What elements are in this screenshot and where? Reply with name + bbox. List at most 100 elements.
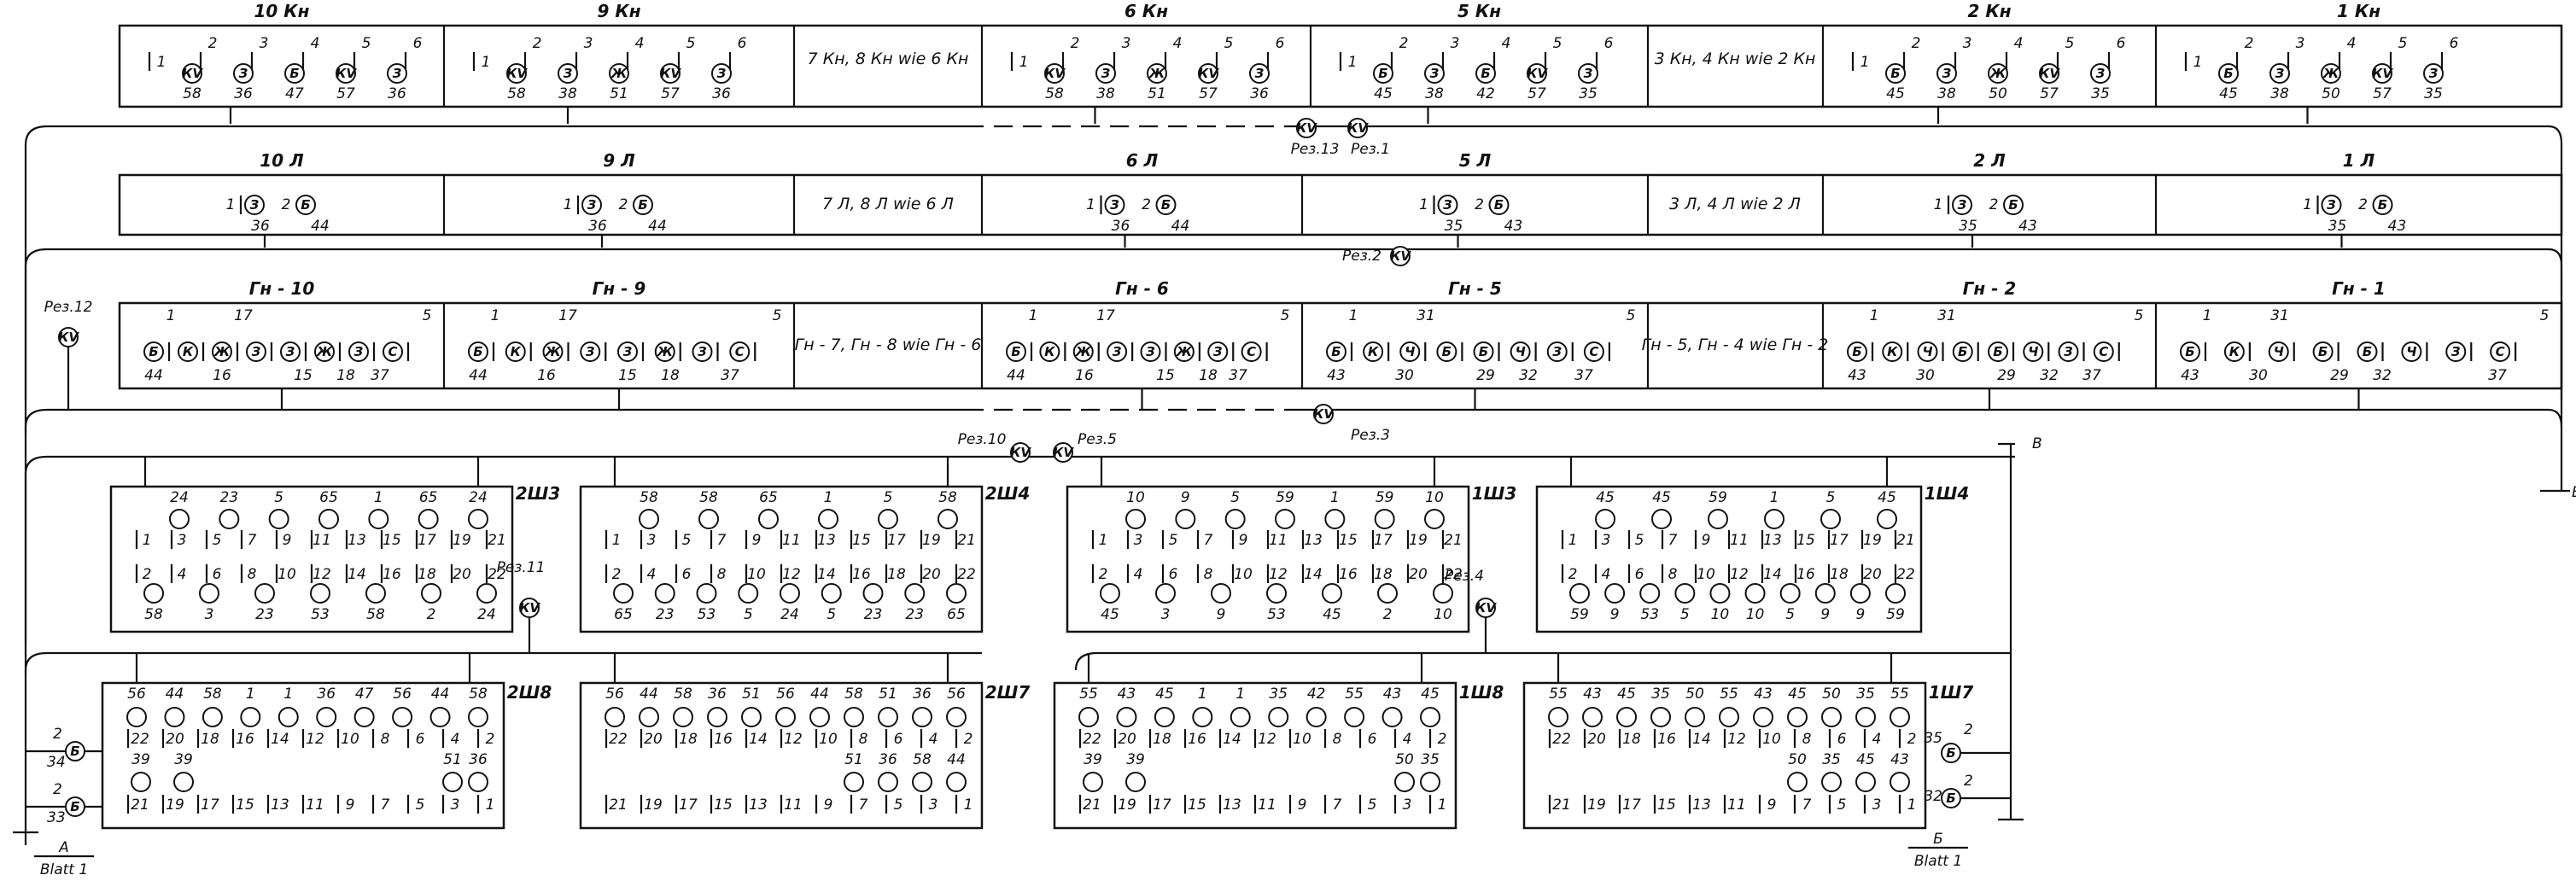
- sh-contact: [468, 772, 488, 792]
- terminal-number: 50: [2322, 85, 2340, 102]
- pin-number: 15: [1796, 532, 1815, 549]
- terminal-number: 1: [246, 686, 255, 703]
- contact-code: З: [1110, 197, 1119, 213]
- sh-contact: [1719, 707, 1739, 727]
- pin-number: 31: [1937, 307, 1956, 324]
- note-gn-78: Гн - 7, Гн - 8 wie Гн - 6: [795, 335, 982, 354]
- sh-contact: [1116, 707, 1137, 727]
- sh-contact: [1125, 509, 1146, 529]
- sh-contact: [654, 583, 675, 604]
- pin-number: 19: [166, 796, 184, 814]
- terminal-number: 35: [1822, 751, 1841, 768]
- pin-number: 22: [1083, 731, 1101, 748]
- gn-contact: [617, 341, 638, 362]
- pin-number: 1: [491, 307, 500, 324]
- pin-number: 4: [1403, 731, 1412, 748]
- pin-number: 2: [533, 35, 542, 52]
- pin-number: 2: [964, 731, 973, 748]
- kn-contact: [711, 63, 732, 84]
- gn-contact: [2223, 341, 2245, 362]
- l-contact: [1952, 195, 1972, 215]
- terminal-number: 36: [913, 686, 932, 703]
- sh-contact: [818, 509, 838, 529]
- contact-code: З: [2096, 66, 2106, 81]
- pin-number: 6: [1604, 35, 1614, 52]
- sh-contact: [1569, 583, 1590, 604]
- terminal-number: 36: [712, 85, 731, 102]
- pin-number: 5: [773, 307, 782, 324]
- gn-contact: [1072, 341, 1094, 362]
- contact-code: КV: [1475, 600, 1497, 616]
- sh-contact: [1764, 509, 1785, 529]
- pin-number: 7: [1333, 796, 1342, 814]
- sh-contact: [1322, 583, 1342, 604]
- kn-contact: [558, 63, 578, 84]
- terminal-number: 51: [844, 751, 863, 768]
- terminal-number: 9: [1181, 489, 1190, 506]
- sh-contact: [1753, 707, 1773, 727]
- bus-kn-left: [24, 125, 965, 645]
- contact-code: З: [1552, 344, 1562, 359]
- l-contact: [1437, 195, 1458, 215]
- gn-contact: [2058, 341, 2079, 362]
- l-title: 2 Л: [1973, 150, 2006, 171]
- terminal-number: 37: [2082, 367, 2101, 384]
- sh-contact: [1616, 707, 1637, 727]
- terminal-number: 10: [1711, 606, 1730, 623]
- pin-number: 16: [1339, 566, 1358, 583]
- terminal-number: 5: [827, 606, 836, 623]
- terminal-number: 57: [2373, 85, 2392, 102]
- gn-contact: [143, 341, 164, 362]
- gn-title: Гн - 9: [593, 278, 646, 299]
- gn-contact: [654, 341, 675, 362]
- contact-code: К: [183, 344, 194, 359]
- res2-label: Рез.2: [1342, 248, 1381, 265]
- contact-code: Б: [638, 197, 647, 213]
- contact-code: Б: [1958, 344, 1967, 359]
- contact-code: Б: [1331, 344, 1341, 359]
- pin-number: 20: [1587, 731, 1606, 748]
- contact-code: Ч: [2406, 344, 2416, 359]
- gn-contact: [729, 341, 751, 362]
- terminal-number: 51: [742, 686, 761, 703]
- kn-title: 10 Кн: [254, 1, 310, 21]
- terminal-number: 55: [1549, 686, 1568, 703]
- l-contact: [2372, 195, 2393, 215]
- terminal-number: 35: [1856, 686, 1875, 703]
- sh-contact: [738, 583, 759, 604]
- sh-contact: [1266, 583, 1287, 604]
- terminal-number: 44: [469, 367, 488, 384]
- pin-number: 5: [2135, 307, 2144, 324]
- gn-contact: [2093, 341, 2114, 362]
- sh-contact: [1344, 707, 1365, 727]
- terminal-number: 38: [1937, 85, 1956, 102]
- pin-number: 13: [817, 532, 836, 549]
- label-blatt-a: Blatt 1: [40, 861, 88, 878]
- pin-number: 10: [1697, 566, 1715, 583]
- contact-code: З: [252, 344, 261, 359]
- sh-contact: [639, 509, 659, 529]
- pin-number: 7: [859, 796, 868, 814]
- pin-number: 16: [1796, 566, 1815, 583]
- terminal-number: 9: [1820, 606, 1830, 623]
- terminal-number: 51: [1148, 85, 1166, 102]
- l-contact: [295, 195, 316, 215]
- pin-number: 17: [558, 307, 577, 324]
- terminal-number: 47: [355, 686, 374, 703]
- pin-number: 1: [1099, 532, 1108, 549]
- l-contact: [1155, 195, 1177, 215]
- sh-panel: [1053, 681, 1457, 830]
- terminal-number: 35: [1959, 218, 1977, 235]
- contact-code: КV: [1010, 445, 1031, 460]
- gn-contact: [468, 341, 488, 362]
- pin-number: 9: [824, 796, 833, 814]
- pin-number: 15: [852, 532, 871, 549]
- gn-contact: [2268, 341, 2289, 362]
- terminal-number: 30: [1395, 367, 1414, 384]
- contact-code: Ч: [1405, 344, 1415, 359]
- contact-code: Б: [1481, 66, 1490, 81]
- terminal-number: 56: [947, 686, 966, 703]
- l-title: 5 Л: [1459, 150, 1492, 171]
- pin-number: 5: [682, 532, 692, 549]
- terminal-number: 45: [1596, 489, 1615, 506]
